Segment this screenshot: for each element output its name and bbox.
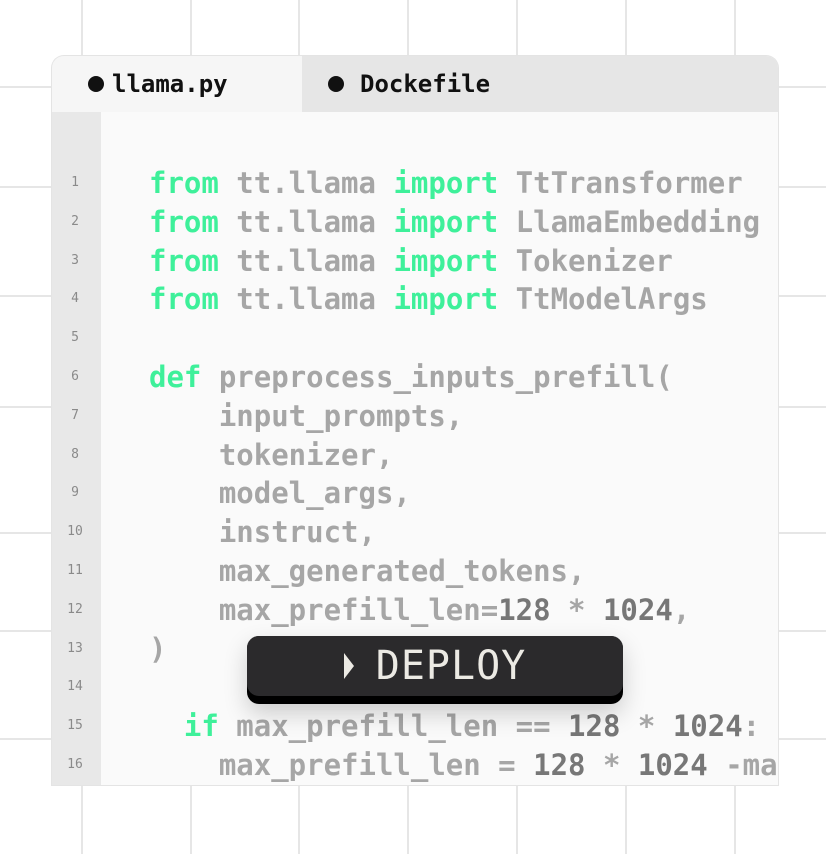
code-token: tt.llama bbox=[218, 243, 394, 278]
deploy-label: DEPLOY bbox=[375, 643, 527, 689]
code-token: TtTransformer bbox=[498, 166, 743, 200]
line-number: 13 bbox=[67, 640, 83, 656]
keyword-token: import bbox=[393, 166, 499, 200]
code-token: , bbox=[672, 592, 691, 627]
code-token: : bbox=[742, 709, 761, 744]
code-line: max_prefill_len=128 * 1024, bbox=[219, 593, 690, 627]
code-token: tt.llama bbox=[218, 166, 394, 200]
keyword-token: from bbox=[149, 204, 219, 239]
line-number: 7 bbox=[71, 407, 79, 423]
code-token: tokenizer, bbox=[218, 437, 394, 472]
line-number: 12 bbox=[67, 601, 83, 617]
code-token: max_prefill_len = bbox=[218, 748, 534, 782]
line-number: 4 bbox=[71, 291, 79, 307]
unsaved-dot-icon bbox=[328, 76, 344, 92]
code-token: * bbox=[620, 709, 673, 744]
code-line: input_prompts, bbox=[219, 399, 463, 433]
line-number-gutter bbox=[52, 112, 101, 785]
code-line: from tt.llama import Tokenizer bbox=[149, 244, 673, 278]
code-token: max_prefill_len == bbox=[218, 709, 569, 744]
number-token: 128 bbox=[533, 748, 586, 782]
tab-label: llama.py bbox=[112, 70, 228, 98]
code-token: instruct, bbox=[218, 515, 376, 550]
code-line: ) bbox=[149, 632, 166, 666]
code-token: max_generated_tokens, bbox=[218, 554, 586, 588]
code-line: from tt.llama import TtModelArgs bbox=[149, 282, 708, 316]
code-token: TtModelArgs bbox=[498, 282, 708, 317]
keyword-token: def bbox=[149, 360, 202, 394]
line-number: 16 bbox=[67, 757, 83, 772]
number-token: 128 bbox=[498, 592, 551, 627]
code-line: if max_prefill_len == 128 * 1024: bbox=[184, 709, 760, 743]
line-number: 8 bbox=[71, 446, 79, 462]
code-line: max_generated_tokens, bbox=[219, 554, 586, 588]
code-token: tt.llama bbox=[218, 282, 394, 317]
code-token: input_prompts, bbox=[218, 398, 464, 433]
code-line: def preprocess_inputs_prefill( bbox=[149, 360, 673, 394]
unsaved-dot-icon bbox=[88, 76, 104, 92]
line-number: 9 bbox=[71, 485, 79, 501]
line-number: 2 bbox=[71, 213, 79, 229]
deploy-button[interactable]: DEPLOY bbox=[247, 636, 623, 704]
number-token: 1024 bbox=[637, 748, 708, 782]
line-number: 14 bbox=[67, 679, 83, 695]
keyword-token: import bbox=[393, 243, 499, 278]
keyword-token: from bbox=[149, 166, 219, 200]
code-token: Tokenizer bbox=[498, 243, 673, 278]
keyword-token: from bbox=[149, 282, 219, 317]
keyword-token: import bbox=[393, 282, 499, 317]
keyword-token: from bbox=[149, 243, 219, 278]
code-line: max_prefill_len = 128 * 1024 -ma bbox=[219, 748, 778, 782]
number-token: 128 bbox=[568, 709, 621, 744]
line-number: 1 bbox=[71, 175, 79, 190]
play-icon bbox=[343, 653, 354, 679]
line-number: 15 bbox=[67, 718, 83, 734]
tab-label: Dockefile bbox=[360, 70, 491, 98]
code-token: ) bbox=[149, 631, 167, 666]
tab-bar: llama.py Dockefile bbox=[52, 56, 778, 112]
code-line: from tt.llama import LlamaEmbedding bbox=[149, 205, 760, 239]
code-token: * bbox=[550, 592, 603, 627]
code-token: max_prefill_len= bbox=[218, 592, 499, 627]
tab-dockefile[interactable]: Dockefile bbox=[302, 56, 490, 112]
line-number: 5 bbox=[71, 330, 79, 346]
line-number: 11 bbox=[67, 563, 83, 578]
line-number: 3 bbox=[71, 252, 79, 268]
keyword-token: if bbox=[183, 709, 219, 744]
code-token: * bbox=[585, 748, 638, 782]
code-line: tokenizer, bbox=[219, 438, 394, 472]
deploy-button-face[interactable]: DEPLOY bbox=[247, 636, 623, 696]
code-token: tt.llama bbox=[218, 204, 394, 239]
code-token: LlamaEmbedding bbox=[498, 204, 761, 239]
code-token: -ma bbox=[707, 748, 778, 782]
line-number: 10 bbox=[67, 524, 83, 540]
tab-llama-py[interactable]: llama.py bbox=[52, 56, 302, 112]
code-line: instruct, bbox=[219, 515, 376, 549]
number-token: 1024 bbox=[672, 709, 743, 744]
code-line: from tt.llama import TtTransformer bbox=[149, 166, 743, 200]
code-token: model_args, bbox=[218, 476, 411, 511]
number-token: 1024 bbox=[602, 592, 673, 627]
code-token: preprocess_inputs_prefill( bbox=[201, 360, 673, 394]
keyword-token: import bbox=[393, 204, 499, 239]
code-line: model_args, bbox=[219, 476, 411, 510]
line-number: 6 bbox=[71, 369, 79, 384]
